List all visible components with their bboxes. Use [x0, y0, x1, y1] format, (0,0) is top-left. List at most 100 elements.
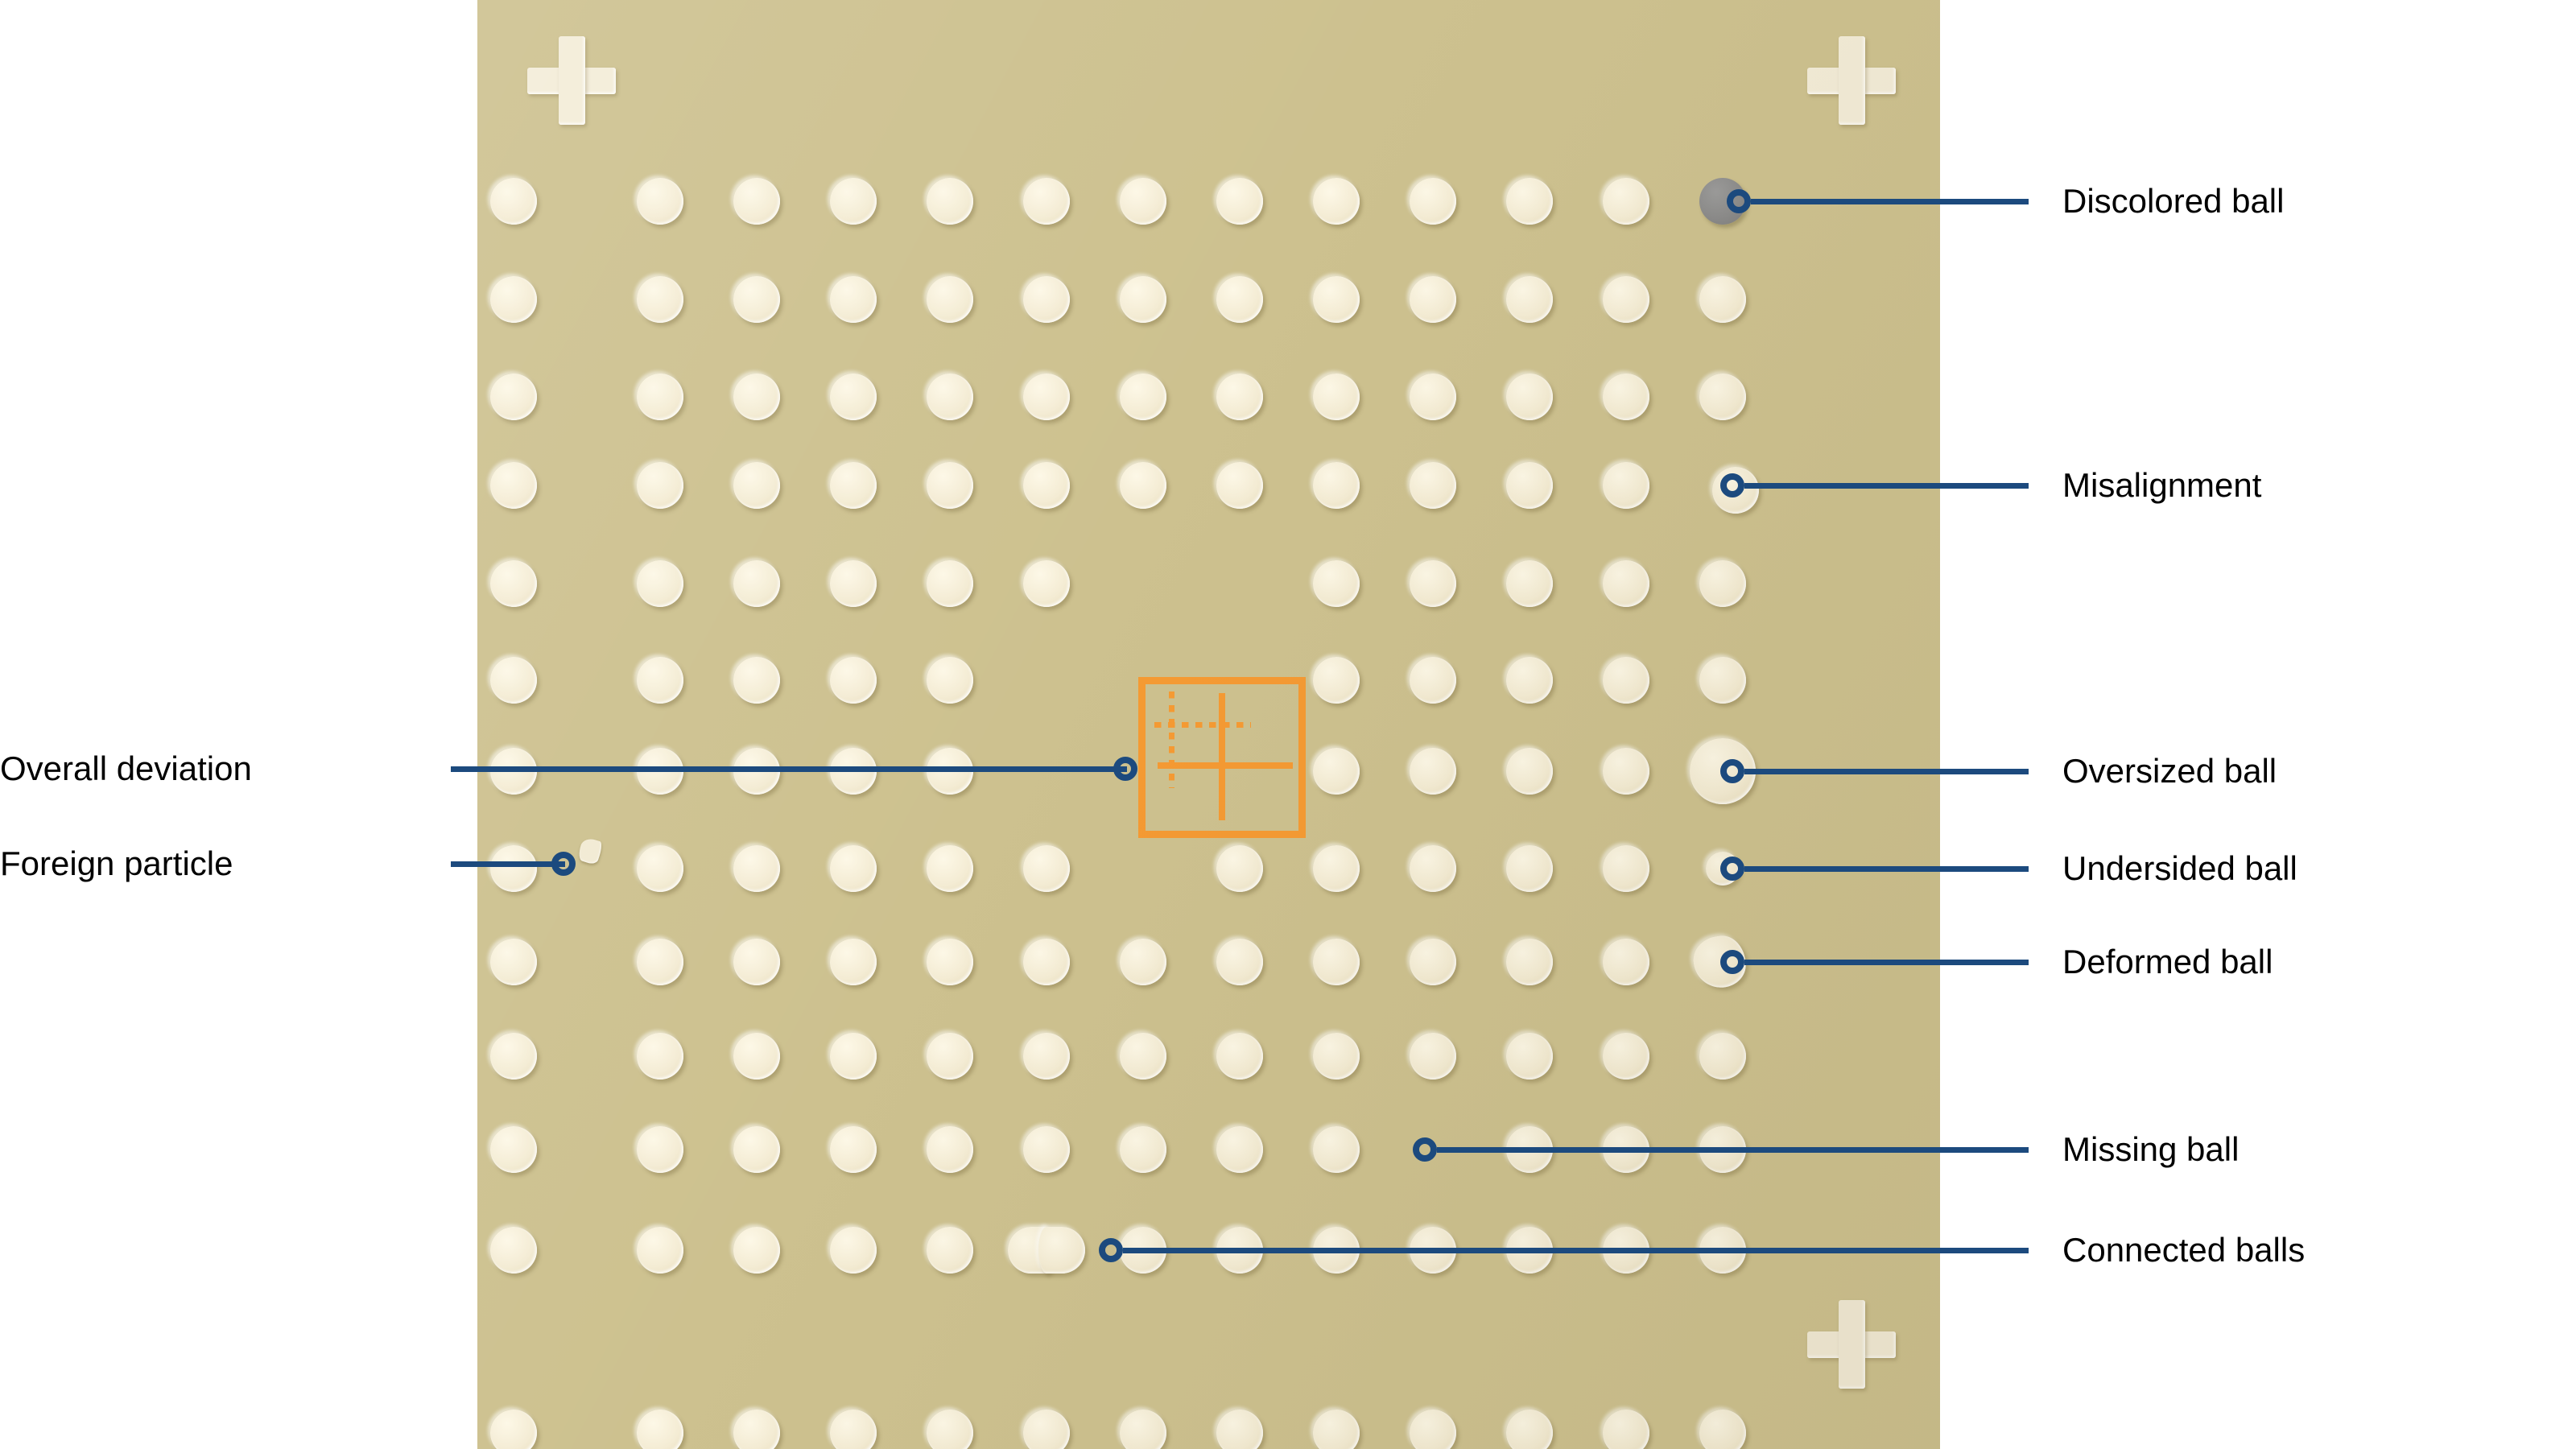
- solder-ball: [1120, 939, 1166, 985]
- solder-ball: [733, 374, 780, 420]
- solder-ball: [637, 560, 683, 607]
- solder-ball: [1603, 748, 1649, 795]
- solder-ball: [1023, 462, 1070, 509]
- callout-marker-undersided-ball[interactable]: [1720, 857, 1744, 881]
- solder-ball: [637, 1410, 683, 1449]
- callout-leader-line-undersided-ball: [1744, 866, 2029, 872]
- solder-ball: [1216, 178, 1263, 225]
- foreign-particle-speck: [576, 836, 604, 866]
- solder-ball: [1506, 560, 1553, 607]
- solder-ball: [490, 276, 537, 323]
- solder-ball: [830, 939, 877, 985]
- solder-ball: [1699, 374, 1746, 420]
- solder-ball: [1313, 845, 1360, 892]
- callout-label-foreign-particle: Foreign particle: [0, 844, 233, 882]
- solder-ball: [637, 374, 683, 420]
- solder-ball: [1023, 1410, 1070, 1449]
- solder-ball: [1506, 1410, 1553, 1449]
- solder-ball: [1506, 845, 1553, 892]
- solder-ball: [1023, 178, 1070, 225]
- solder-ball: [1603, 276, 1649, 323]
- solder-ball: [1699, 1410, 1746, 1449]
- solder-ball: [1410, 374, 1456, 420]
- callout-marker-misalignment[interactable]: [1720, 473, 1744, 497]
- solder-ball: [1216, 845, 1263, 892]
- callout-marker-missing-ball[interactable]: [1413, 1137, 1437, 1162]
- solder-ball: [1216, 1410, 1263, 1449]
- roi-crosshair-vertical: [1219, 693, 1225, 820]
- solder-ball: [733, 939, 780, 985]
- solder-ball: [1216, 1033, 1263, 1080]
- solder-ball: [1603, 178, 1649, 225]
- solder-ball: [1120, 1033, 1166, 1080]
- solder-ball: [1023, 560, 1070, 607]
- solder-ball: [1603, 1033, 1649, 1080]
- solder-ball: [1410, 1410, 1456, 1449]
- solder-ball: [1216, 462, 1263, 509]
- solder-ball: [830, 657, 877, 704]
- solder-ball: [490, 374, 537, 420]
- solder-ball: [1410, 845, 1456, 892]
- solder-ball: [733, 276, 780, 323]
- solder-ball: [830, 560, 877, 607]
- solder-ball: [1313, 560, 1360, 607]
- solder-ball: [1699, 276, 1746, 323]
- solder-ball: [1313, 748, 1360, 795]
- callout-leader-line-misalignment: [1744, 483, 2029, 489]
- solder-ball: [927, 560, 973, 607]
- solder-ball: [1023, 1033, 1070, 1080]
- solder-ball: [927, 939, 973, 985]
- callout-label-misalignment: Misalignment: [2062, 466, 2262, 504]
- solder-ball: [1313, 462, 1360, 509]
- callout-marker-deformed-ball[interactable]: [1720, 950, 1744, 974]
- solder-ball: [830, 1126, 877, 1173]
- solder-ball: [927, 276, 973, 323]
- solder-ball: [927, 1227, 973, 1274]
- solder-ball: [1506, 748, 1553, 795]
- solder-ball: [490, 1227, 537, 1274]
- solder-ball: [637, 1126, 683, 1173]
- callout-marker-foreign-particle[interactable]: [551, 852, 576, 876]
- solder-ball: [1506, 462, 1553, 509]
- solder-ball: [830, 1410, 877, 1449]
- fiducial-top-left-icon: [527, 36, 616, 125]
- callout-marker-connected-balls[interactable]: [1099, 1238, 1123, 1262]
- callout-label-oversized-ball: Oversized ball: [2062, 752, 2277, 790]
- solder-ball: [733, 1227, 780, 1274]
- solder-ball: [1410, 462, 1456, 509]
- callout-marker-discolored-ball[interactable]: [1727, 189, 1751, 213]
- callout-leader-line-deformed-ball: [1744, 960, 2029, 965]
- solder-ball: [490, 1033, 537, 1080]
- callout-label-discolored-ball: Discolored ball: [2062, 182, 2285, 220]
- solder-ball: [637, 1227, 683, 1274]
- solder-ball: [927, 374, 973, 420]
- solder-ball: [1699, 657, 1746, 704]
- solder-ball: [490, 1410, 537, 1449]
- solder-ball: [1216, 276, 1263, 323]
- solder-ball: [637, 657, 683, 704]
- solder-ball: [1023, 939, 1070, 985]
- solder-ball: [1120, 374, 1166, 420]
- solder-ball: [1603, 657, 1649, 704]
- solder-ball: [927, 1033, 973, 1080]
- solder-ball: [1506, 276, 1553, 323]
- solder-ball: [927, 178, 973, 225]
- overall-deviation-roi-box[interactable]: [1138, 677, 1306, 838]
- solder-ball: [830, 276, 877, 323]
- solder-ball: [927, 1410, 973, 1449]
- callout-marker-oversized-ball[interactable]: [1720, 759, 1744, 783]
- callout-label-deformed-ball: Deformed ball: [2062, 943, 2273, 980]
- solder-ball-connected-right: [1038, 1227, 1085, 1274]
- callout-marker-overall-deviation[interactable]: [1113, 757, 1137, 781]
- solder-ball: [1120, 276, 1166, 323]
- callout-leader-line-overall-deviation: [451, 766, 1127, 772]
- solder-ball: [1313, 276, 1360, 323]
- callout-leader-line-missing-ball: [1437, 1147, 2029, 1153]
- solder-ball: [1120, 178, 1166, 225]
- solder-ball: [830, 462, 877, 509]
- solder-ball: [927, 462, 973, 509]
- solder-ball: [1603, 939, 1649, 985]
- solder-ball: [1216, 939, 1263, 985]
- solder-ball: [637, 939, 683, 985]
